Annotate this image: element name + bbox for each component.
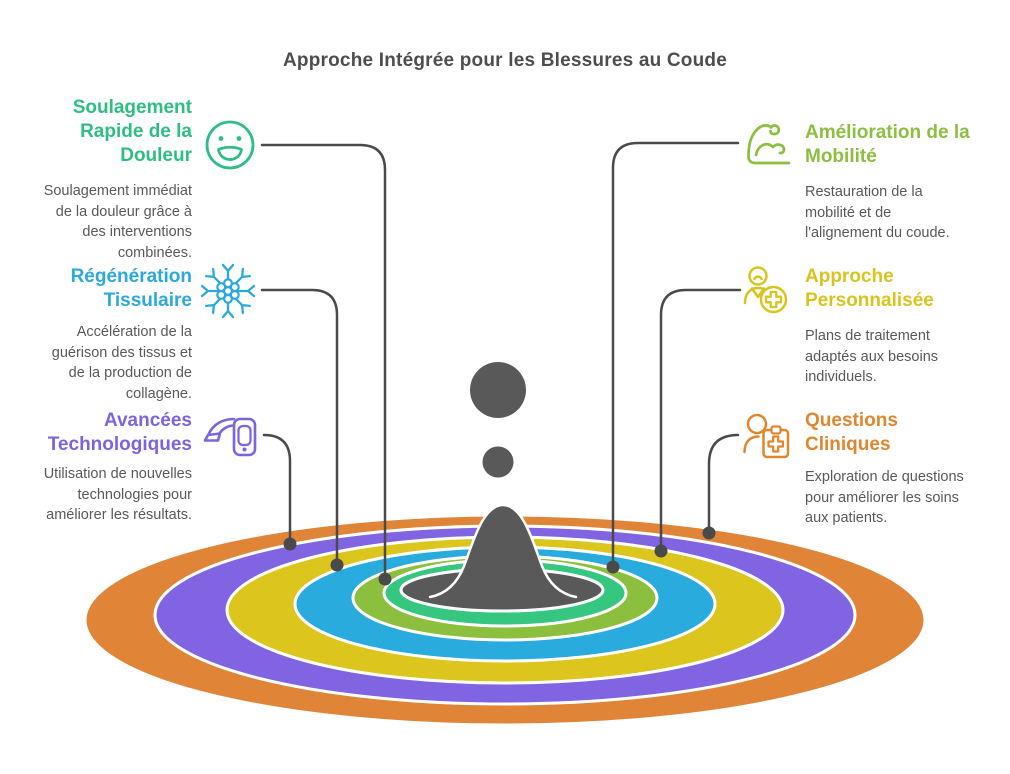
droplets <box>470 362 526 478</box>
splash-spike <box>428 503 578 599</box>
item-heading-soulagement: Soulagement Rapide de la Douleur <box>72 97 192 166</box>
item-description-avancees: Utilisation de nouvelles technologies po… <box>43 466 192 523</box>
connector-dot <box>378 572 392 586</box>
connector-line <box>659 288 742 550</box>
ripple-rings <box>83 513 927 727</box>
page-title: Approche Intégrée pour les Blessures au … <box>283 50 727 71</box>
item-description-amelioration: Restauration de la mobilité et de l'alig… <box>805 184 950 241</box>
person-clipboard-icon <box>737 408 795 466</box>
item-description-soulagement: Soulagement immédiat de la douleur grâce… <box>43 183 192 261</box>
connector-dot <box>330 558 344 572</box>
item-description-approche: Plans de traitement adaptés aux besoins … <box>805 328 939 385</box>
connector-dot <box>654 544 668 558</box>
item-heading-amelioration: Amélioration de la Mobilité <box>805 122 970 167</box>
flexed-arm-icon <box>739 117 797 175</box>
smiley-face-icon <box>201 116 259 174</box>
connector-line <box>260 143 387 578</box>
item-heading-regeneration: Régénération Tissulaire <box>70 266 192 311</box>
item-heading-avancees: Avancées Technologiques <box>47 410 192 455</box>
item-description-regeneration: Accélération de la guérison des tissus e… <box>51 324 192 402</box>
connector-line <box>260 288 339 564</box>
connector-dot <box>702 526 716 540</box>
person-plus-icon <box>735 261 793 319</box>
item-heading-approche: Approche Personnalisée <box>805 266 934 311</box>
connector-dot <box>606 560 620 574</box>
connector-line <box>262 433 292 543</box>
droplet-small <box>482 446 514 478</box>
item-heading-questions: Questions Cliniques <box>805 410 898 455</box>
snowflake-icon <box>199 262 257 320</box>
connector-line <box>707 433 740 532</box>
connector-lines <box>260 141 742 586</box>
connector-line <box>611 141 740 566</box>
droplet-large <box>470 362 526 418</box>
flexible-phone-icon <box>202 407 260 465</box>
connector-dot <box>283 537 297 551</box>
item-description-questions: Exploration de questions pour améliorer … <box>805 469 964 526</box>
